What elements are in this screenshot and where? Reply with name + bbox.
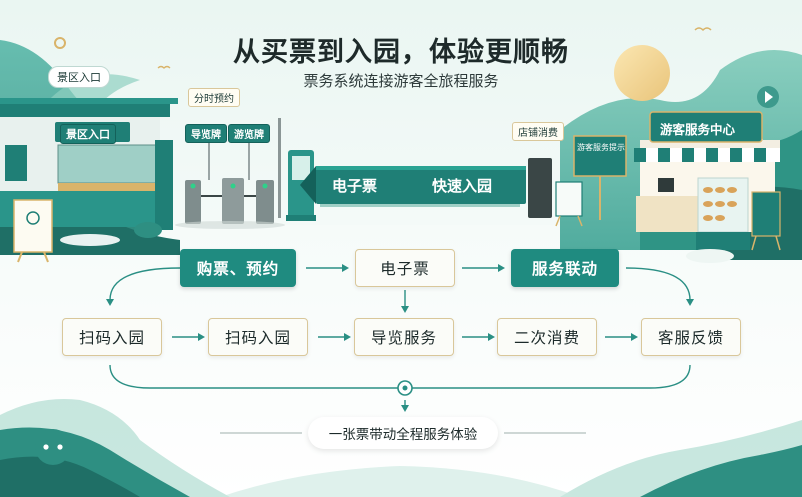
service-center-sign: 游客服务中心: [660, 122, 736, 137]
flow-node-guide-service: 导览服务: [354, 318, 454, 356]
chat-icon: [35, 429, 71, 465]
flow-node-scan-entry-1: 扫码入园: [62, 318, 162, 356]
guide-sign: 导览牌: [185, 124, 227, 143]
entrance-side-sign: 景区入口: [48, 66, 110, 88]
page-subtitle: 票务系统连接游客全旅程服务: [303, 72, 499, 90]
entrance-roof-sign: 景区入口: [60, 124, 116, 144]
flow-node-scan-entry-2: 扫码入园: [208, 318, 308, 356]
map-pin-icon: [397, 380, 413, 396]
gate-banner: [300, 166, 526, 207]
info-stand: [13, 199, 53, 263]
flow-node-secondary-spend: 二次消费: [497, 318, 597, 356]
barrier-cabinet: [528, 158, 552, 218]
plants: [134, 222, 734, 263]
bird: [157, 65, 171, 69]
gate-banner-right: 快速入园: [432, 177, 493, 195]
gate-banner-left: 电子票: [332, 177, 378, 195]
flow-node-feedback: 客服反馈: [641, 318, 741, 356]
flow-node-purchase: 购票、预约: [180, 249, 296, 287]
arrowheads: [106, 264, 694, 412]
bird: [694, 27, 712, 32]
play-icon: [757, 86, 779, 108]
turnstiles: [175, 178, 285, 229]
notice-board: [573, 135, 627, 220]
footer-tagline: 一张票带动全程服务体验: [308, 417, 498, 449]
bottom-hills: [0, 399, 802, 497]
tour-sign: 游览牌: [228, 124, 270, 143]
flow-node-service-link: 服务联动: [511, 249, 619, 287]
lamp-post: [278, 118, 281, 218]
right-stand: [751, 191, 781, 251]
flow-node-eticket: 电子票: [355, 249, 455, 287]
location-pin-icon: [54, 37, 66, 49]
timed-booking-tag: 分时预约: [188, 88, 240, 107]
page-title: 从买票到入园，体验更顺畅: [233, 37, 569, 68]
notice-board-text: 游客服务提示: [577, 143, 625, 152]
small-stand: [555, 181, 583, 227]
shop-tag: 店铺消费: [512, 122, 564, 141]
tour-sign-post: [248, 135, 250, 180]
sun: [614, 45, 670, 101]
guide-sign-post: [208, 135, 210, 180]
